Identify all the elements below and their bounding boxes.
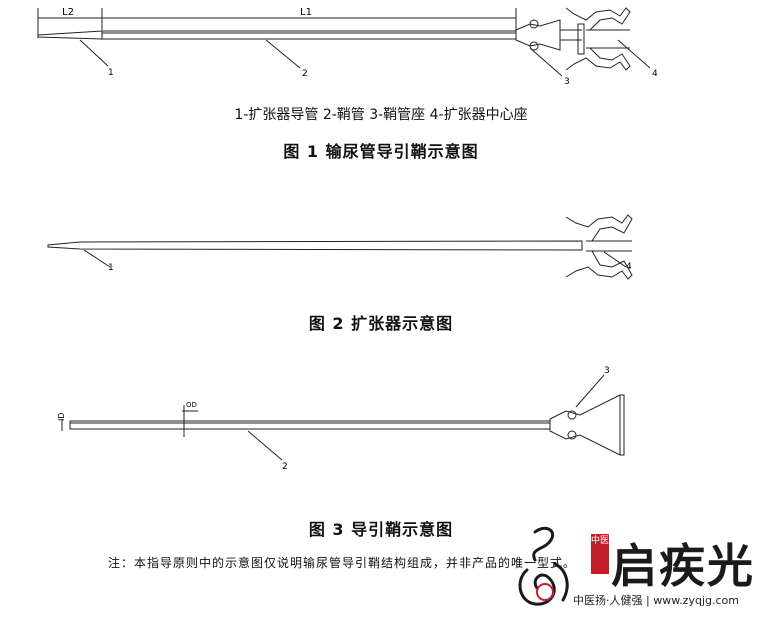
figure1-caption: 图 1 输尿管导引鞘示意图 — [283, 142, 479, 161]
dim-od-label: OD — [186, 401, 197, 409]
brush-calligraphy-icon — [518, 526, 569, 606]
callout-2: 2 — [302, 69, 308, 79]
figure1-legend: 1-扩张器导管 2-鞘管 3-鞘管座 4-扩张器中心座 — [234, 107, 528, 123]
figure3-drawing: OD ID 2 3 — [57, 366, 625, 472]
watermark-seal: 中医 — [591, 534, 609, 574]
fig3-callout-2: 2 — [282, 462, 288, 472]
callout-1: 1 — [108, 68, 114, 78]
watermark-logo: 中医 启疾光 中医扬·人健强 | www.zyqjg.com — [505, 520, 760, 612]
callout-3: 3 — [564, 77, 570, 87]
note-text: 注：本指导原则中的示意图仅说明输尿管导引鞘结构组成，并非产品的唯一型式。 — [108, 556, 577, 570]
figure2-caption: 图 2 扩张器示意图 — [308, 314, 454, 333]
watermark-tagline: 中医扬·人健强 | www.zyqjg.com — [573, 594, 739, 607]
watermark-brand: 启疾光 — [611, 539, 755, 593]
dim-id-label: ID — [57, 412, 66, 421]
figure1-drawing: L2 L1 1 2 3 4 — [37, 7, 658, 87]
fig2-callout-4: 4 — [626, 262, 632, 272]
callout-4: 4 — [652, 69, 658, 79]
figure2-drawing: 1 4 — [47, 214, 633, 280]
fig3-callout-3: 3 — [604, 366, 610, 376]
fig2-callout-1: 1 — [108, 263, 114, 273]
dim-l1-label: L1 — [300, 7, 312, 18]
dim-l2-label: L2 — [62, 7, 74, 18]
figure3-caption: 图 3 导引鞘示意图 — [308, 520, 454, 539]
